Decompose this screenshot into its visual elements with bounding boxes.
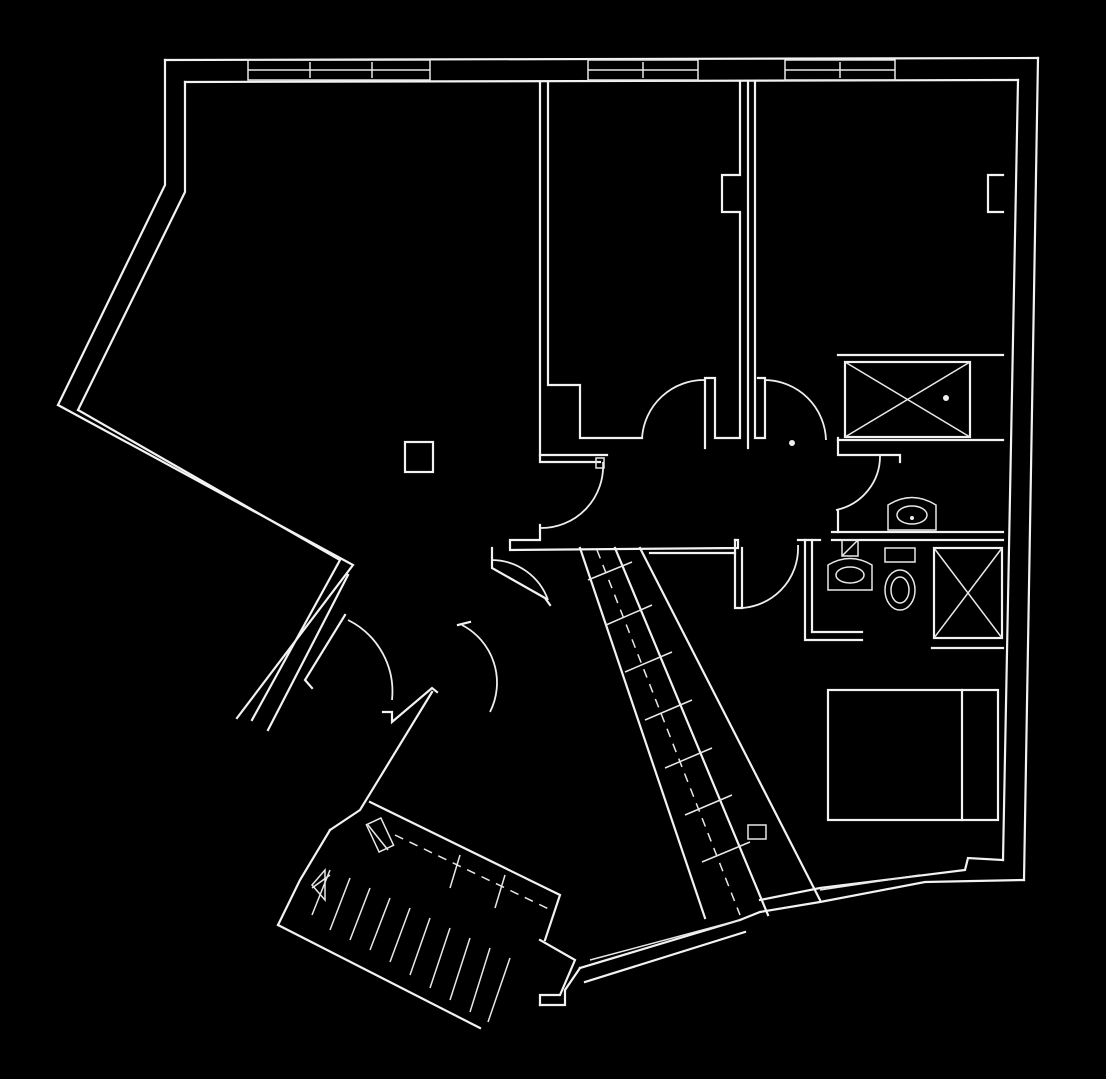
outer-walls bbox=[56, 56, 1040, 1007]
washbasin-2 bbox=[827, 539, 873, 591]
washbasin-1 bbox=[887, 496, 937, 531]
shower-tray-2 bbox=[932, 546, 1004, 640]
corridor-walls bbox=[508, 436, 1005, 610]
bedroom-3 bbox=[826, 688, 1000, 822]
hall-doors bbox=[539, 379, 881, 609]
window-bottom bbox=[589, 874, 921, 961]
column bbox=[403, 440, 435, 474]
entrance-doors bbox=[303, 546, 552, 725]
bedroom-1-walls bbox=[538, 80, 750, 464]
hall-light-point bbox=[789, 440, 795, 446]
toilet bbox=[884, 547, 916, 611]
bathroom-2 bbox=[803, 538, 1005, 650]
shower-tray-1 bbox=[843, 360, 972, 439]
kitchen bbox=[578, 546, 822, 920]
bathroom-1 bbox=[836, 360, 1005, 534]
bedroom-2-walls bbox=[753, 80, 1005, 440]
windows-top bbox=[247, 59, 896, 81]
staircase bbox=[276, 690, 562, 1030]
kitchen-sink bbox=[747, 824, 767, 840]
bed bbox=[826, 688, 1000, 822]
